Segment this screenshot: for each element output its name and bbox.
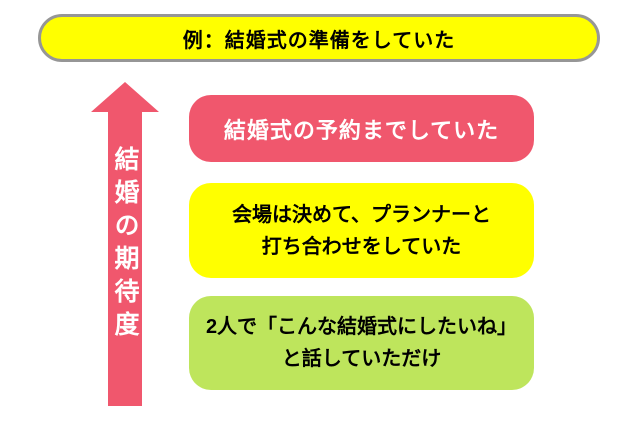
expectation-axis-arrow: 結婚の期待度 [91, 82, 159, 406]
axis-label: 結婚の期待度 [111, 146, 139, 344]
level-box-high-line: 結婚式の予約までしていた [223, 117, 500, 143]
level-box-low-line2: と話していただけ [281, 348, 442, 370]
level-box-high: 結婚式の予約までしていた [189, 95, 534, 162]
title-banner-label: 例：結婚式の準備をしていた [182, 29, 456, 52]
level-box-low-line1: 2人で「こんな結婚式にしたいね」 [205, 316, 518, 338]
title-banner: 例：結婚式の準備をしていた [38, 14, 600, 62]
level-box-middle: 会場は決めて、プランナーと 打ち合わせをしていた [189, 183, 534, 278]
level-box-low: 2人で「こんな結婚式にしたいね」 と話していただけ [189, 296, 534, 390]
level-box-middle-line1: 会場は決めて、プランナーと [232, 203, 491, 226]
up-arrow-icon [91, 82, 159, 406]
level-box-middle-line2: 打ち合わせをしていた [261, 235, 462, 258]
